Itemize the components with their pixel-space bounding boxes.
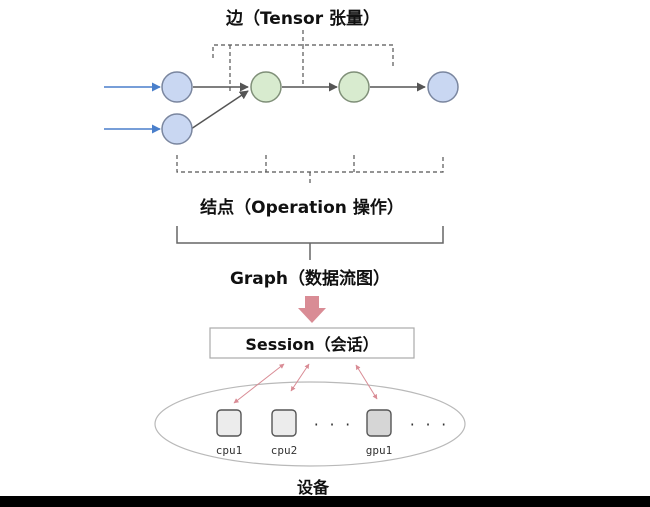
ellipsis-1: · · · <box>312 418 351 433</box>
device-label-cpu2: cpu2 <box>271 444 298 457</box>
device-label-cpu1: cpu1 <box>216 444 243 457</box>
session-device-link-2 <box>290 363 310 392</box>
session-down-arrow <box>298 296 326 323</box>
output-node <box>427 71 459 103</box>
device-cpu2 <box>271 409 297 437</box>
session-device-link-1 <box>233 363 285 404</box>
graph-label: Graph（数据流图） <box>230 268 390 289</box>
graph-edge-2 <box>190 90 249 130</box>
input-node-top <box>161 71 193 103</box>
devices-label: 设备 <box>297 478 330 497</box>
session-label: Session（会话） <box>245 335 378 354</box>
operation-node-2 <box>338 71 370 103</box>
device-label-gpu1: gpu1 <box>366 444 393 457</box>
edge-label: 边（Tensor 张量） <box>225 8 380 29</box>
bottom-black-bar <box>0 496 650 507</box>
ellipsis-2: · · · <box>408 418 447 433</box>
device-gpu1 <box>366 409 392 437</box>
node-label: 结点（Operation 操作） <box>200 197 404 218</box>
device-cpu1 <box>216 409 242 437</box>
graph-bracket <box>176 226 444 244</box>
session-box <box>209 327 415 359</box>
session-device-link-3 <box>355 364 378 400</box>
device-ellipse <box>154 381 466 467</box>
input-node-bottom <box>161 113 193 145</box>
node-bracket-dashed <box>176 155 444 184</box>
edge-pointer-lines <box>212 30 394 92</box>
operation-node-1 <box>250 71 282 103</box>
